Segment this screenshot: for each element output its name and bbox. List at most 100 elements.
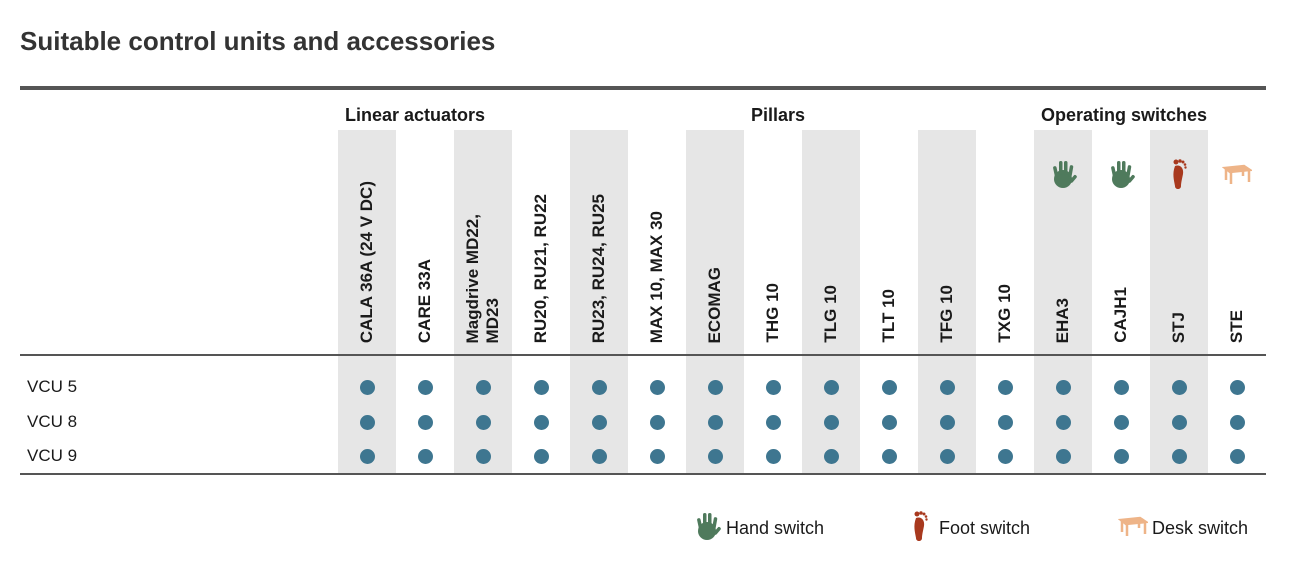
column-tlt-10: TLT 10 — [860, 130, 918, 473]
compatible-dot — [882, 380, 897, 395]
column-ru23-ru24-ru25: RU23, RU24, RU25 — [570, 130, 628, 473]
column-header: CALA 36A (24 V DC) — [357, 180, 376, 343]
compatible-dot — [534, 415, 549, 430]
compatible-dot — [1172, 449, 1187, 464]
compatible-dot — [592, 449, 607, 464]
compatible-dot — [418, 449, 433, 464]
page-title: Suitable control units and accessories — [20, 26, 496, 56]
compatible-dot — [534, 380, 549, 395]
column-header: STE — [1227, 309, 1246, 343]
compatible-dot — [476, 415, 491, 430]
column-header: MAX 10, MAX 30 — [647, 210, 666, 343]
column-magdrive-md22-md23: Magdrive MD22, MD23 — [454, 130, 512, 473]
column-header: RU20, RU21, RU22 — [531, 193, 550, 343]
compatible-dot — [708, 449, 723, 464]
compatible-dot — [998, 449, 1013, 464]
compatible-dot — [1172, 380, 1187, 395]
column-cala-36a-24-v-dc-: CALA 36A (24 V DC) — [338, 130, 396, 473]
column-max-10-max-30: MAX 10, MAX 30 — [628, 130, 686, 473]
compatible-dot — [766, 415, 781, 430]
compatible-dot — [1114, 415, 1129, 430]
legend-label: Desk switch — [1152, 518, 1249, 538]
foot-icon — [1164, 158, 1194, 190]
group-linear-actuators: Linear actuators — [345, 105, 486, 125]
row-label: VCU 9 — [27, 446, 78, 465]
foot-icon — [905, 510, 935, 547]
column-header: TLT 10 — [879, 289, 898, 343]
compatible-dot — [1172, 415, 1187, 430]
compatible-dot — [1230, 449, 1245, 464]
hand-icon — [1106, 158, 1136, 190]
column-header: TFG 10 — [937, 285, 956, 343]
column-header: THG 10 — [763, 283, 782, 343]
bottom-divider — [20, 473, 1266, 475]
column-header: TLG 10 — [821, 285, 840, 343]
compatible-dot — [650, 380, 665, 395]
column-tlg-10: TLG 10 — [802, 130, 860, 473]
legend-foot: Foot switch — [905, 510, 1030, 547]
column-care-33a: CARE 33A — [396, 130, 454, 473]
group-pillars: Pillars — [751, 105, 806, 125]
compatible-dot — [476, 449, 491, 464]
compatible-dot — [940, 415, 955, 430]
compatible-dot — [1230, 415, 1245, 430]
row-label: VCU 5 — [27, 377, 78, 396]
compatible-dot — [708, 380, 723, 395]
top-divider — [20, 86, 1266, 90]
column-thg-10: THG 10 — [744, 130, 802, 473]
column-header: Magdrive MD22, MD23 — [463, 213, 502, 343]
compatible-dot — [592, 380, 607, 395]
legend-hand: Hand switch — [692, 510, 824, 547]
compatible-dot — [882, 449, 897, 464]
compatible-dot — [998, 380, 1013, 395]
legend-desk: Desk switch — [1117, 510, 1249, 547]
compatible-dot — [824, 449, 839, 464]
compatible-dot — [824, 415, 839, 430]
hand-icon — [692, 510, 722, 547]
column-tfg-10: TFG 10 — [918, 130, 976, 473]
column-header: EHA3 — [1053, 297, 1072, 343]
compatible-dot — [650, 449, 665, 464]
column-header: RU23, RU24, RU25 — [589, 193, 608, 343]
compatible-dot — [360, 415, 375, 430]
legend-label: Hand switch — [726, 518, 825, 538]
compatible-dot — [1230, 380, 1245, 395]
column-header: TXG 10 — [995, 284, 1014, 343]
compatible-dot — [766, 380, 781, 395]
compatible-dot — [1114, 449, 1129, 464]
compatible-dot — [476, 380, 491, 395]
compatible-dot — [824, 380, 839, 395]
compatible-dot — [998, 415, 1013, 430]
group-operating-switches: Operating switches — [1041, 105, 1208, 125]
column-header: CARE 33A — [415, 258, 434, 343]
header-divider — [20, 354, 1266, 356]
compatible-dot — [360, 449, 375, 464]
compatible-dot — [940, 380, 955, 395]
compatible-dot — [360, 380, 375, 395]
desk-icon — [1117, 510, 1150, 547]
desk-icon — [1221, 158, 1254, 190]
legend-label: Foot switch — [939, 518, 1031, 538]
column-header: STJ — [1169, 311, 1188, 343]
compatible-dot — [534, 449, 549, 464]
column-ru20-ru21-ru22: RU20, RU21, RU22 — [512, 130, 570, 473]
column-stj: STJ — [1150, 130, 1208, 473]
compatible-dot — [708, 415, 723, 430]
compatible-dot — [940, 449, 955, 464]
compatible-dot — [1056, 449, 1071, 464]
column-header: ECOMAG — [705, 266, 724, 344]
compatible-dot — [1114, 380, 1129, 395]
column-cajh1: CAJH1 — [1092, 130, 1150, 473]
compatible-dot — [882, 415, 897, 430]
column-ste: STE — [1208, 130, 1266, 473]
compatible-dot — [418, 380, 433, 395]
compatible-dot — [592, 415, 607, 430]
column-ecomag: ECOMAG — [686, 130, 744, 473]
column-header: CAJH1 — [1111, 287, 1130, 343]
column-eha3: EHA3 — [1034, 130, 1092, 473]
column-txg-10: TXG 10 — [976, 130, 1034, 473]
hand-icon — [1048, 158, 1078, 190]
compatible-dot — [418, 415, 433, 430]
compatible-dot — [766, 449, 781, 464]
